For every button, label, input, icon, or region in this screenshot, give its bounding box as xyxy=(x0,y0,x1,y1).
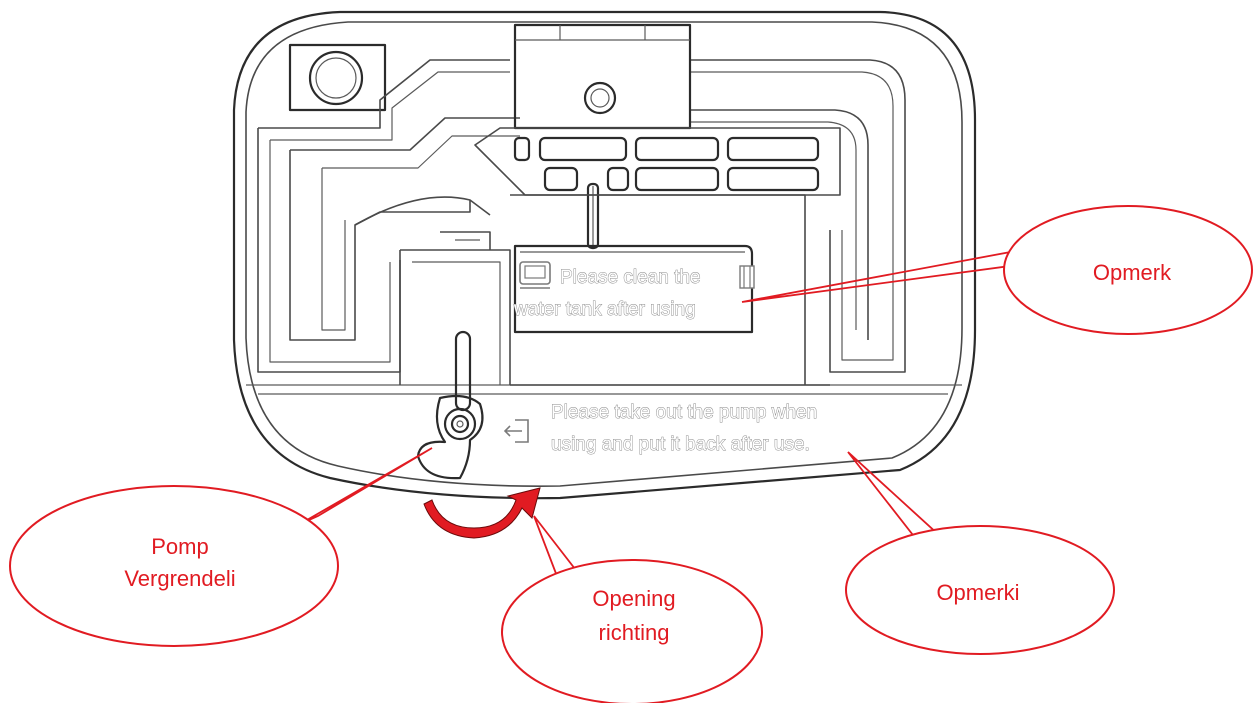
callout-opmerki-text: Opmerki xyxy=(936,580,1019,605)
drain-plug-icon xyxy=(739,265,755,289)
pump-notice: Please take out the pump when using and … xyxy=(503,402,818,455)
callout-pump-lock-line1: Pomp xyxy=(151,534,208,559)
top-left-plug xyxy=(288,43,387,112)
clean-tank-text-line2: water tank after using xyxy=(513,299,696,320)
right-channels xyxy=(690,59,906,373)
pump-text-line1: Please take out the pump when xyxy=(551,402,817,423)
grill-vents xyxy=(474,127,841,250)
curved-arrow-icon xyxy=(423,487,541,539)
callout-opmerk-text: Opmerk xyxy=(1093,260,1172,285)
water-tank-icon xyxy=(519,261,551,289)
callout-opening-line1: Opening xyxy=(592,586,675,611)
pump-text-line2: using and put it back after use. xyxy=(551,434,810,455)
callout-opmerk: Opmerk xyxy=(741,205,1253,335)
tank-notice: Please clean the water tank after using xyxy=(513,261,755,320)
callout-opmerki: Opmerki xyxy=(845,451,1115,655)
pump-compartment xyxy=(354,194,830,386)
clean-tank-text-line1: Please clean the xyxy=(560,267,701,288)
callout-opening-direction: Opening richting xyxy=(501,515,763,703)
callout-opening-line2: richting xyxy=(599,620,670,645)
callout-pump-lock-line2: Vergrendeli xyxy=(124,566,235,591)
unlock-icon xyxy=(503,419,529,443)
top-center-mount xyxy=(513,23,692,130)
callout-pump-lock: Pomp Vergrendeli xyxy=(9,447,433,647)
pump-lock-lever xyxy=(416,330,484,480)
inner-channels xyxy=(257,59,520,373)
